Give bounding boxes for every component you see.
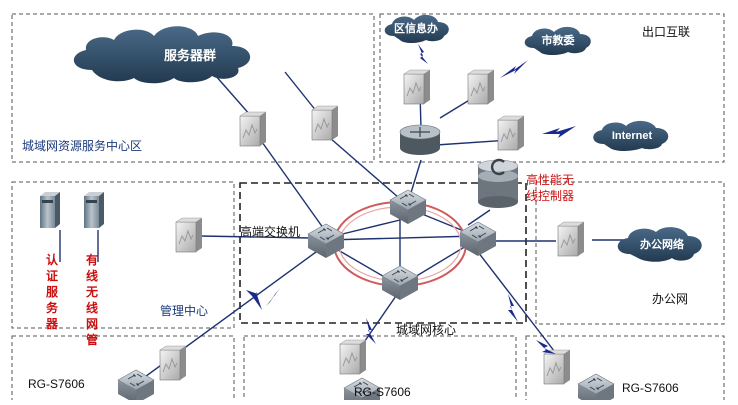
rg-mid-label: RG-S7606 <box>354 385 411 399</box>
auth-server-char: 器 <box>45 317 59 331</box>
internet-cloud: Internet <box>593 120 669 151</box>
auth-server-char: 认 <box>46 252 59 267</box>
exit-router-icon <box>399 124 441 155</box>
wireless-links <box>246 44 576 354</box>
lightning-icon-7 <box>366 318 376 344</box>
auth-server-label: 认 证 服 务 器 <box>45 252 59 331</box>
lightning-icon-6 <box>508 294 518 322</box>
office-network-cloud: 办公网络 <box>617 227 702 262</box>
resource-zone-box <box>11 13 375 163</box>
gov-office-label: 区信息办 <box>394 21 438 35</box>
firewall-device-6 <box>175 217 203 253</box>
exit-zone-label: 出口互联 <box>642 25 690 39</box>
wireless-mgmt-label: 有 线 无 线 网 管 <box>85 252 98 347</box>
wlc-label-line2: 线控制器 <box>526 189 574 203</box>
firewall-device-8 <box>159 345 187 381</box>
management-zone-box <box>11 181 235 329</box>
firewall-device-7 <box>557 221 585 257</box>
exit-zone-box <box>379 13 725 163</box>
edge-switch-right <box>577 373 615 405</box>
core-switch-bottom <box>381 265 419 301</box>
firewall-device-1 <box>239 111 267 147</box>
office-zone-box <box>535 181 725 325</box>
wireless-mgmt-char: 管 <box>86 332 98 347</box>
lightning-icon-1 <box>418 44 428 64</box>
gov-office-cloud: 区信息办 <box>384 14 449 44</box>
firewall-device-2 <box>311 105 339 141</box>
wireless-mgmt-char: 线 <box>86 268 98 283</box>
firewall-device-10 <box>543 349 571 385</box>
office-network-label: 办公网络 <box>640 237 684 251</box>
rg-right-label: RG-S7606 <box>622 381 679 395</box>
server-group-cloud: 服务器群 <box>73 26 251 84</box>
zone-borders <box>11 13 725 405</box>
wireless-mgmt-char: 网 <box>86 317 98 331</box>
wireless-mgmt-char: 线 <box>86 300 98 315</box>
core-zone-label: 城域网核心 <box>396 323 456 337</box>
lightning-icon-8 <box>536 340 556 354</box>
wireless-controller-icon <box>477 158 519 208</box>
auth-server-char: 证 <box>46 269 58 283</box>
internet-label: Internet <box>612 130 653 142</box>
hc-switch-label: 高端交换机 <box>240 224 300 239</box>
firewall-device-4 <box>467 69 495 105</box>
lightning-icon-2 <box>500 60 528 78</box>
mgmt-server-icon <box>84 192 104 228</box>
firewall-device-3 <box>403 69 431 105</box>
lightning-icon-5 <box>266 288 280 306</box>
bottom-mid-zone-box <box>243 335 517 405</box>
management-zone-label: 管理中心 <box>160 303 208 318</box>
wireless-mgmt-char: 有 <box>86 252 98 267</box>
lightning-icon-3 <box>542 126 576 138</box>
auth-server-icon <box>40 192 60 228</box>
core-zone-box <box>239 182 527 324</box>
rg-left-label: RG-S7606 <box>28 377 85 391</box>
edu-bureau-label: 市教委 <box>542 33 576 47</box>
edu-bureau-cloud: 市教委 <box>524 26 591 55</box>
auth-server-char: 务 <box>46 300 59 315</box>
firewall-device-9 <box>339 339 367 375</box>
wireless-mgmt-char: 无 <box>85 285 98 299</box>
bottom-left-zone-box <box>11 335 235 405</box>
firewall-device-5 <box>497 115 525 151</box>
wlc-label-line1: 高性能无 <box>526 172 574 187</box>
bottom-right-zone-box <box>525 335 725 405</box>
lightning-icon-4 <box>246 290 262 310</box>
office-zone-label: 办公网 <box>652 291 688 306</box>
server-group-label: 服务器群 <box>164 48 216 63</box>
auth-server-char: 服 <box>46 284 59 299</box>
resource-zone-label: 城域网资源服务中心区 <box>22 138 142 153</box>
